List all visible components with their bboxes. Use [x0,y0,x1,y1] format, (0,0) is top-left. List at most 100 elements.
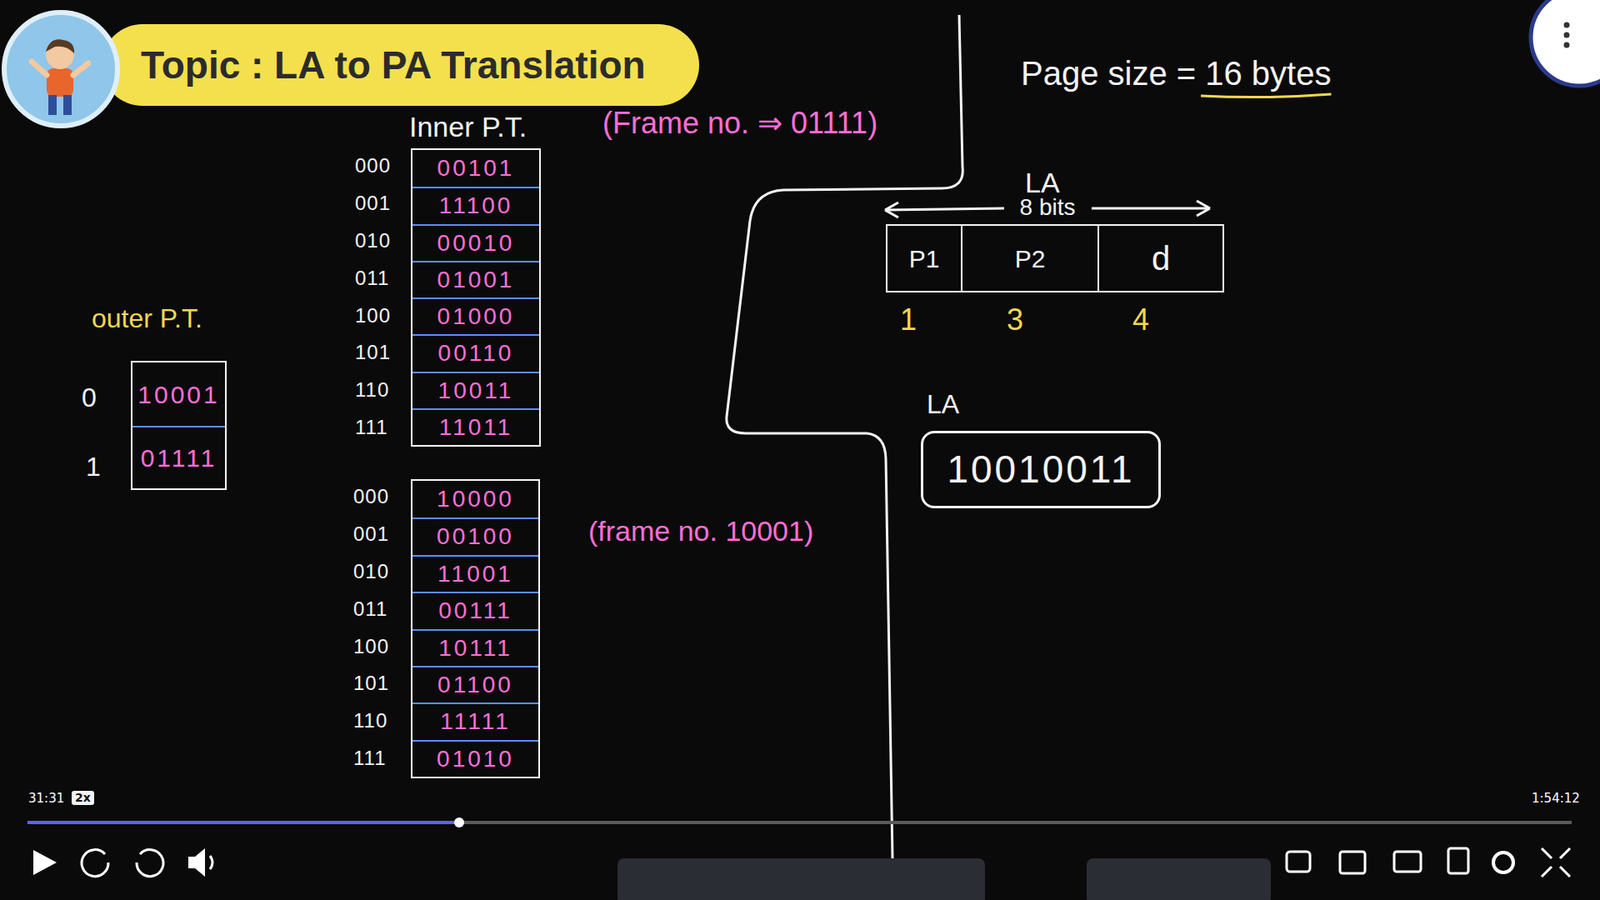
board-label: 1 [900,303,917,337]
heading-text: LA [926,390,960,420]
row-index: 000 [353,485,390,508]
progress-played [27,820,460,825]
rewind-icon [81,850,109,877]
la-format-box: LAP1P2d [885,224,1225,293]
row-index: 000 [355,155,391,177]
cell-text: 00110 [438,340,515,367]
row-index: 011 [355,267,390,290]
table-cell: 00101 [412,150,540,187]
player-text: 31:31 [28,791,65,806]
table-cell: 01000 [412,297,540,335]
cell-text: 10011 [438,378,515,405]
table-cell: 11011 [412,408,540,445]
heading-text: (Frame no. ⇒ 01111) [602,106,878,140]
row-index: 111 [355,416,388,439]
cell-text: 11001 [437,561,514,588]
heading-text: (frame no. 10001) [588,515,814,547]
menu-dot [1564,32,1570,39]
row-index: 0 [81,383,97,413]
player-text: 1:54:12 [1531,791,1580,806]
heading-text: outer P.T. [91,304,203,334]
cell-text: 01001 [437,267,515,294]
play-icon [33,850,57,875]
cell-text: 01111 [140,444,218,472]
arrow-right [1091,200,1210,216]
cell-text: 00100 [436,524,515,550]
cell-text: P1 [909,245,940,273]
row-index: 101 [355,341,391,364]
row-index: 001 [355,192,391,215]
table-cell: 01001 [412,260,540,298]
cell-text: 01010 [436,746,515,773]
menu-dot [1564,42,1570,49]
row-index: 100 [353,635,390,658]
notes-icon [1448,848,1469,874]
row-index: 110 [353,710,388,732]
title-text: Topic : LA to PA Translation [140,44,646,87]
toolbar-panel [1086,858,1271,900]
cell-text: 11011 [439,415,514,441]
row-index: 100 [355,305,391,327]
cell-text: 10000 [436,486,515,513]
la-field: P2 [960,225,1098,291]
cell-text: 01000 [437,304,515,330]
la-field: P1 [887,225,961,291]
row-index: 101 [353,672,390,695]
row-index: 001 [353,523,390,545]
inner-table: (frame no. 10001)10000001001100100111101… [410,479,540,779]
row-index: 1 [85,452,101,482]
cell-text: 01100 [437,672,514,699]
table-cell: 00111 [412,591,539,630]
cell-text: 00101 [437,155,515,182]
table-cell: 01100 [412,665,539,703]
menu-dot [1564,22,1570,29]
board-label: 4 [1132,303,1150,337]
table-cell: 01010 [412,740,539,777]
toolbar-panel [617,858,985,900]
cell-text: 11100 [439,193,514,220]
forward-icon [136,850,164,877]
row-index: 110 [355,379,390,401]
cell-text: 00010 [437,230,515,257]
progress-track [27,820,1572,825]
cell-text: 10001 [137,380,220,409]
table-cell: 01111 [132,425,225,489]
caption-icon [1286,851,1310,872]
mascot-hair [45,39,75,54]
mascot-icon [0,8,125,134]
table-cell: 10000 [412,480,539,518]
row-index: 010 [355,230,391,252]
mascot-arm [31,61,89,75]
mascot-leg [48,95,57,115]
table-cell: 00110 [412,334,540,372]
volume-waves [210,855,213,870]
la-value-box: LA10010011 [920,430,1161,509]
logo-circle [1530,0,1600,86]
outer-table: outer P.T.1000101111 [130,360,227,490]
row-index: 010 [353,560,390,583]
progress-knob [454,817,465,828]
table-cell: 10001 [132,362,225,426]
pip-icon [1394,851,1421,872]
table-cell: 00100 [412,517,539,555]
player-bar [27,817,1572,900]
mascot-leg [63,95,72,115]
fullscreen-icon [1541,848,1570,877]
row-index: 011 [353,598,388,620]
table-cell: 10011 [412,371,540,409]
table-cell: 11100 [412,186,540,225]
mascot-body [46,68,74,97]
logo [1530,0,1600,86]
cell-text: d [1151,240,1170,277]
heading-text: Inner P.T. [409,111,527,143]
inner-table: Inner P.T.(Frame no. ⇒ 01111)00101111000… [410,148,541,447]
settings-icon [1493,852,1514,873]
table-cell: 11111 [412,702,539,740]
divider-line [726,15,963,859]
arrow-left [885,202,1005,218]
cell-text: P2 [1015,245,1046,273]
cell-text: 10111 [438,635,513,662]
table-cell: 00010 [412,224,540,261]
mascot-ring [4,12,118,126]
